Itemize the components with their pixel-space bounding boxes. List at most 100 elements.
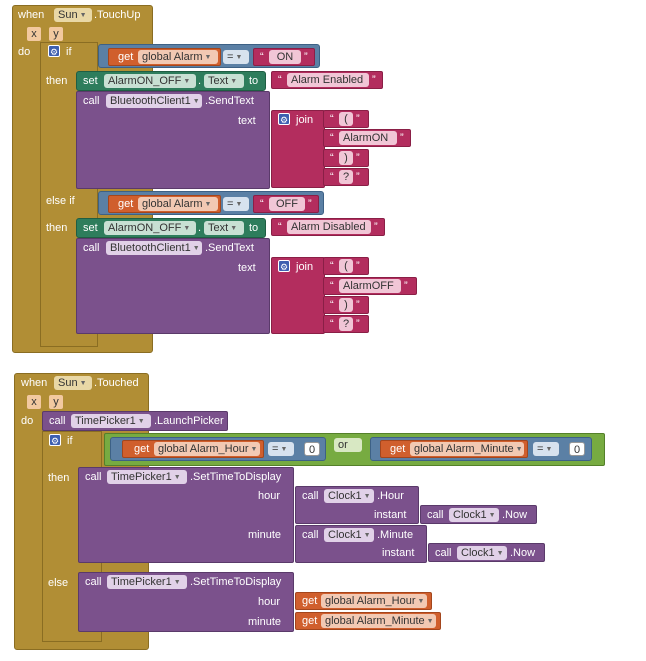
variable-label: global Alarm <box>142 51 203 63</box>
number-value[interactable]: 0 <box>304 442 320 456</box>
when-keyword: when <box>21 377 48 389</box>
text-value[interactable]: ON <box>269 50 301 64</box>
operator-label: = <box>227 51 234 63</box>
component-label: BluetoothClient1 <box>110 95 191 107</box>
operator-dropdown[interactable]: =▼ <box>533 442 559 456</box>
call-keyword: call <box>85 471 102 483</box>
component-dropdown[interactable]: BluetoothClient1▼ <box>106 94 202 108</box>
component-label: Sun <box>58 9 78 21</box>
text-value[interactable]: AlarmOFF <box>339 279 401 293</box>
open-quote: “ <box>260 51 264 63</box>
operator-dropdown[interactable]: =▼ <box>223 197 249 211</box>
operator-label: = <box>272 443 279 455</box>
text-value[interactable]: Alarm Disabled <box>287 220 371 234</box>
dropdown-arrow-icon: ▼ <box>250 446 258 453</box>
operator-dropdown[interactable]: =▼ <box>223 50 249 64</box>
mutator-gear-icon[interactable]: ⚙ <box>49 434 61 446</box>
component-label: Sun <box>58 377 78 389</box>
property-label: Text <box>208 75 229 87</box>
call-keyword: call <box>49 415 66 427</box>
dropdown-arrow-icon: ▼ <box>137 418 145 425</box>
dropdown-arrow-icon: ▼ <box>363 493 371 500</box>
method-name: .SetTimeToDisplay <box>190 576 282 588</box>
component-dropdown[interactable]: TimePicker1▼ <box>107 575 187 589</box>
component-label: Clock1 <box>461 547 495 559</box>
open-quote: “ <box>278 221 282 233</box>
variable-dropdown[interactable]: global Alarm_Hour▼ <box>154 442 260 456</box>
dropdown-arrow-icon: ▼ <box>515 446 523 453</box>
variable-dropdown[interactable]: global Alarm_Minute▼ <box>410 442 524 456</box>
method-name: .SendText <box>205 242 254 254</box>
text-value[interactable]: ? <box>339 317 353 331</box>
param-y[interactable]: y <box>49 27 63 41</box>
method-name: .SetTimeToDisplay <box>190 471 282 483</box>
component-dropdown[interactable]: Clock1▼ <box>457 546 507 560</box>
text-value[interactable]: ( <box>339 259 353 273</box>
dropdown-arrow-icon: ▼ <box>496 550 504 557</box>
text-value[interactable]: ( <box>339 112 353 126</box>
component-dropdown[interactable]: TimePicker1▼ <box>107 470 187 484</box>
text-value[interactable]: AlarmON <box>339 131 397 145</box>
text-value[interactable]: ) <box>339 298 353 312</box>
variable-dropdown[interactable]: global Alarm_Hour▼ <box>321 594 427 608</box>
call-keyword: call <box>302 490 319 502</box>
close-quote: ” <box>356 171 360 183</box>
text-value[interactable]: ) <box>339 151 353 165</box>
dot-separator: . <box>198 75 202 87</box>
component-dropdown[interactable]: BluetoothClient1▼ <box>106 241 202 255</box>
dropdown-arrow-icon: ▼ <box>235 54 243 61</box>
component-dropdown[interactable]: Clock1▼ <box>324 528 374 542</box>
close-quote: ” <box>308 198 312 210</box>
arg-label-minute: minute <box>248 529 282 541</box>
param-x[interactable]: x <box>27 27 41 41</box>
or-operator-dropdown[interactable]: or <box>334 438 362 452</box>
component-dropdown[interactable]: TimePicker1▼ <box>71 414 151 428</box>
arg-label-instant: instant <box>374 509 407 521</box>
dropdown-arrow-icon: ▼ <box>173 474 181 481</box>
dropdown-arrow-icon: ▼ <box>488 512 496 519</box>
mutator-gear-icon[interactable]: ⚙ <box>278 113 290 125</box>
text-value[interactable]: Alarm Enabled <box>287 73 369 87</box>
param-x[interactable]: x <box>27 395 41 409</box>
arg-label-instant: instant <box>382 547 415 559</box>
dropdown-arrow-icon: ▼ <box>183 225 191 232</box>
property-dropdown[interactable]: Text▼ <box>204 74 244 88</box>
component-dropdown[interactable]: Clock1▼ <box>449 508 499 522</box>
text-value[interactable]: OFF <box>269 197 305 211</box>
number-value[interactable]: 0 <box>569 442 585 456</box>
text-value[interactable]: ? <box>339 170 353 184</box>
arg-label-text: text <box>238 115 256 127</box>
operator-dropdown[interactable]: =▼ <box>268 442 294 456</box>
component-dropdown[interactable]: AlarmON_OFF▼ <box>104 221 196 235</box>
close-quote: ” <box>400 132 404 144</box>
mutator-gear-icon[interactable]: ⚙ <box>48 45 60 57</box>
param-y[interactable]: y <box>49 395 63 409</box>
open-quote: “ <box>330 318 334 330</box>
component-label: TimePicker1 <box>111 576 172 588</box>
component-dropdown[interactable]: Clock1▼ <box>324 489 374 503</box>
dropdown-arrow-icon: ▼ <box>192 245 200 252</box>
get-keyword: get <box>134 443 150 455</box>
call-keyword: call <box>435 547 452 559</box>
clock-minute-block[interactable] <box>295 525 427 563</box>
component-dropdown[interactable]: AlarmON_OFF▼ <box>104 74 196 88</box>
open-quote: “ <box>330 152 334 164</box>
do-keyword: do <box>18 46 31 58</box>
event-name: .TouchUp <box>94 9 141 21</box>
arg-label-hour: hour <box>258 596 281 608</box>
component-dropdown-sun[interactable]: Sun▼ <box>54 376 92 390</box>
call-keyword: call <box>83 242 100 254</box>
variable-dropdown[interactable]: global Alarm▼ <box>138 50 218 64</box>
close-quote: ” <box>356 260 360 272</box>
variable-dropdown[interactable]: global Alarm▼ <box>138 197 218 211</box>
close-quote: ” <box>356 113 360 125</box>
variable-label: global Alarm_Hour <box>158 443 249 455</box>
mutator-gear-icon[interactable]: ⚙ <box>278 260 290 272</box>
variable-dropdown[interactable]: global Alarm_Minute▼ <box>321 614 436 628</box>
arg-label-text: text <box>238 262 256 274</box>
component-label: AlarmON_OFF <box>108 75 182 87</box>
component-label: Clock1 <box>328 490 362 502</box>
dropdown-arrow-icon: ▼ <box>363 532 371 539</box>
property-dropdown[interactable]: Text▼ <box>204 221 244 235</box>
component-dropdown-sun[interactable]: Sun▼ <box>54 8 92 22</box>
